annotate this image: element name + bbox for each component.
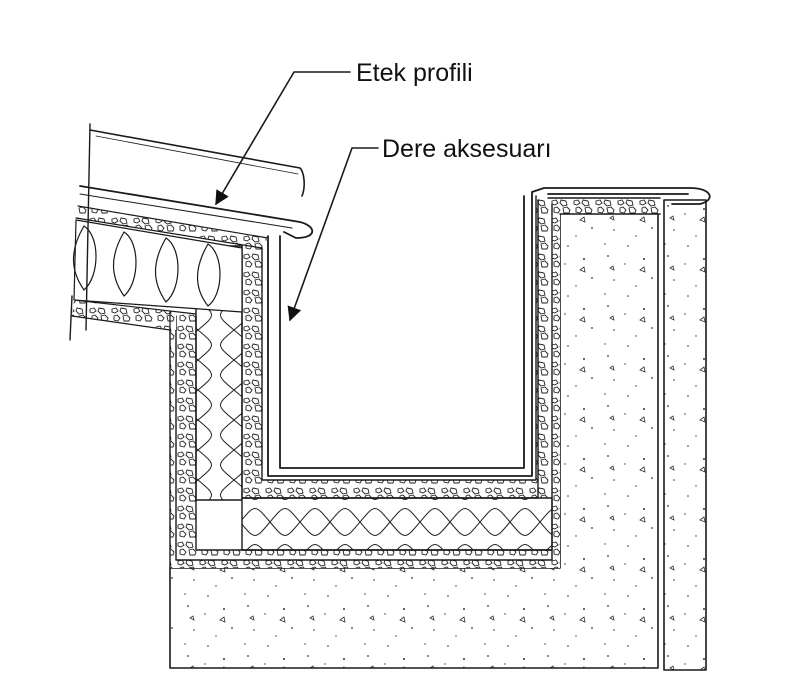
roof-insulation-blocks [73,219,243,313]
gutter-accessory-label: Dere aksesuarı [382,135,552,163]
roof-slope [69,123,314,341]
rubble-bands [176,198,660,560]
leader-gutter-accessory [287,147,379,322]
layer-outlines [169,195,661,569]
eave-profile-label: Etek profili [356,59,473,87]
gutter-channel [267,187,711,477]
leader-eave-profile [215,71,351,206]
outer-wall-strip [663,199,707,671]
